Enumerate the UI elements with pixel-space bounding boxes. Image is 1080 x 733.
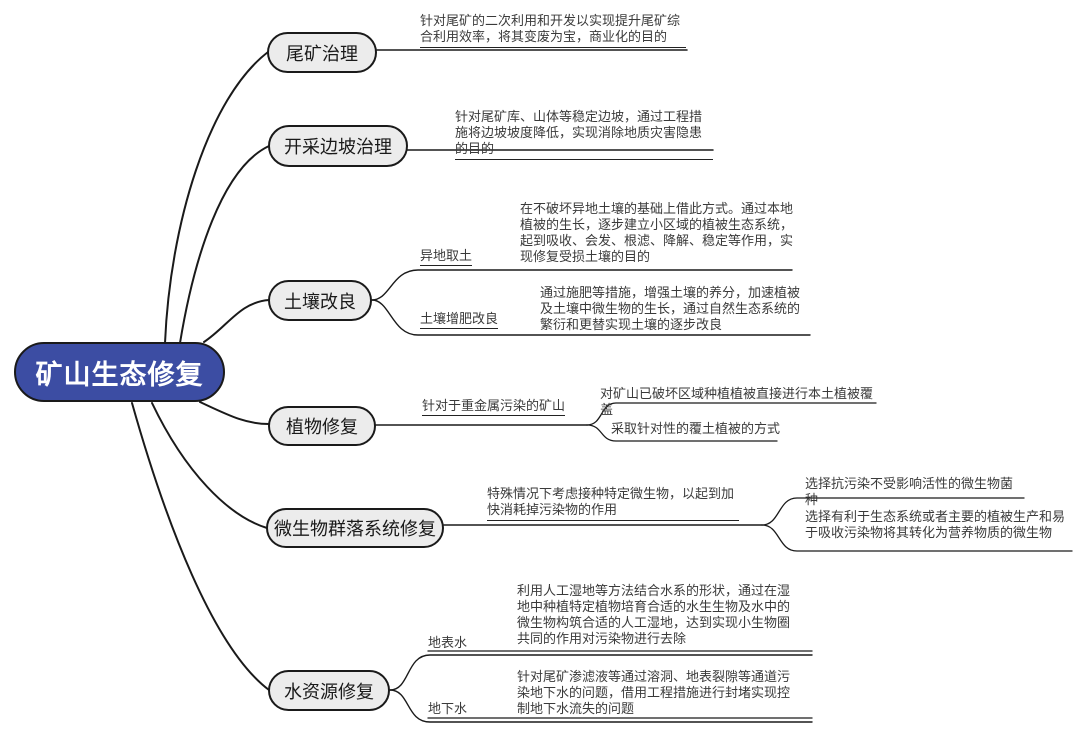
note-native-vegetation-cover[interactable]: 对矿山已破坏区域种植植被直接进行本土植被覆盖 (600, 386, 874, 417)
subtopic-soil-fertilization[interactable]: 土壤增肥改良 (420, 311, 499, 329)
topic-tailings-treatment[interactable]: 尾矿治理 (267, 32, 377, 73)
topic-microbial-community-restoration[interactable]: 微生物群落系统修复 (266, 508, 444, 548)
note-soil-fertilization[interactable]: 通过施肥等措施，增强土壤的养分，加速植被及土壤中微生物的生长，通过自然生态系统的… (540, 285, 801, 332)
topic-water-resource-restoration[interactable]: 水资源修复 (268, 670, 390, 711)
note-pollution-resistant-strains[interactable]: 选择抗污染不受影响活性的微生物菌种 (805, 476, 1014, 507)
subtopic-groundwater[interactable]: 地下水 (428, 701, 468, 716)
qualifier-heavy-metal-mines[interactable]: 针对于重金属污染的矿山 (422, 398, 566, 416)
note-tailings-treatment[interactable]: 针对尾矿的二次利用和开发以实现提升尾矿综合利用效率，将其变废为宝，商业化的目的 (420, 13, 686, 48)
subtopic-surface-water[interactable]: 地表水 (428, 635, 468, 650)
note-targeted-soil-cover[interactable]: 采取针对性的覆土植被的方式 (611, 421, 781, 436)
note-offsite-soil[interactable]: 在不破坏异地土壤的基础上借此方式。通过本地植被的生长，逐步建立小区域的植被生态系… (520, 201, 794, 264)
qualifier-inoculate-microbes[interactable]: 特殊情况下考虑接种特定微生物，以起到加快消耗掉污染物的作用 (487, 486, 739, 521)
root-topic-mine-ecological-restoration[interactable]: 矿山生态修复 (14, 342, 225, 402)
topic-soil-improvement[interactable]: 土壤改良 (268, 280, 372, 321)
note-surface-water[interactable]: 利用人工湿地等方法结合水系的形状，通过在湿地中种植特定植物培育合适的水生生物及水… (517, 583, 791, 646)
subtopic-offsite-soil[interactable]: 异地取土 (420, 248, 473, 266)
note-groundwater[interactable]: 针对尾矿渗滤液等通过溶洞、地表裂隙等通道污染地下水的问题，借用工程措施进行封堵实… (517, 669, 791, 716)
topic-slope-treatment[interactable]: 开采边坡治理 (268, 125, 408, 167)
note-slope-treatment[interactable]: 针对尾矿库、山体等稳定边坡，通过工程措施将边坡坡度降低，实现消除地质灾害隐患的目… (455, 109, 713, 160)
note-beneficial-microbes[interactable]: 选择有利于生态系统或者主要的植被生产和易于吸收污染物将其转化为营养物质的微生物 (805, 509, 1066, 540)
topic-phytoremediation[interactable]: 植物修复 (268, 406, 376, 446)
